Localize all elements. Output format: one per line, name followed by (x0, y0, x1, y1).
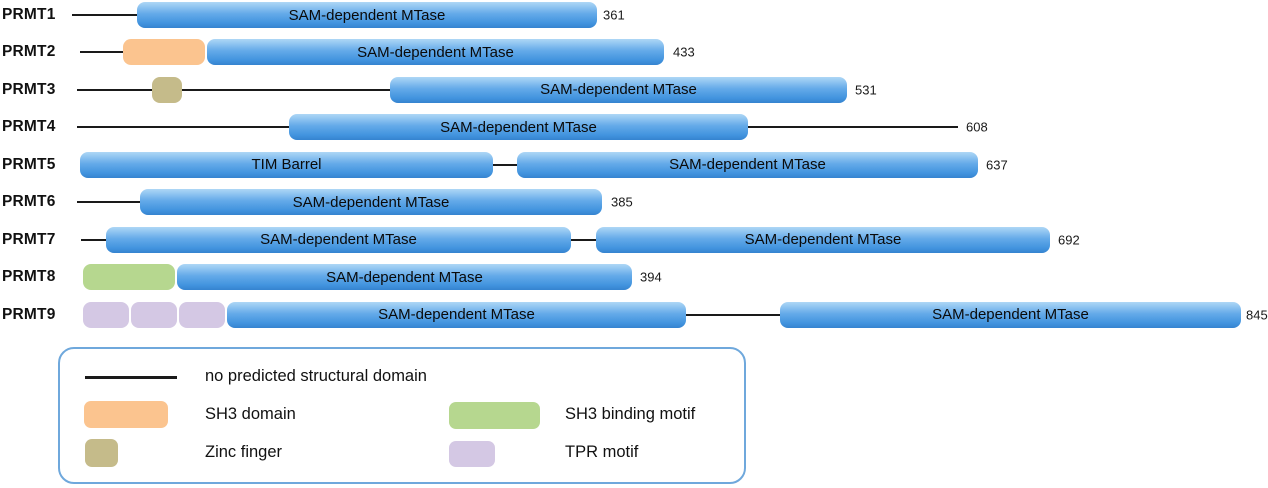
backbone-line (72, 14, 137, 16)
protein-name-label: PRMT6 (2, 193, 56, 211)
backbone-line (493, 163, 517, 166)
domain-tim: TIM Barrel (80, 151, 493, 178)
protein-length-value: 385 (611, 194, 633, 210)
domain-mtase: SAM-dependent MTase (137, 2, 597, 28)
domain-sh3 (123, 39, 205, 66)
legend-sh3-domain-swatch (84, 401, 168, 428)
backbone-line (748, 126, 958, 129)
domain-sh3b (83, 264, 175, 291)
domain-mtase: SAM-dependent MTase (207, 39, 664, 66)
protein-length-value: 531 (855, 82, 877, 98)
protein-row-prmt8: PRMT8 SAM-dependent MTase 394 (0, 262, 1268, 292)
domain-zinc (152, 76, 182, 103)
protein-name-label: PRMT9 (2, 305, 56, 323)
domain-tpr (131, 301, 177, 328)
protein-length-value: 433 (673, 44, 695, 60)
legend-box: no predicted structural domain SH3 domai… (58, 347, 746, 484)
protein-length-value: 608 (966, 119, 988, 135)
domain-tpr (83, 301, 129, 328)
protein-length-value: 637 (986, 157, 1008, 173)
protein-length-value: 394 (640, 269, 662, 285)
legend-label-tpr-motif: TPR motif (565, 443, 639, 461)
domain-mtase: SAM-dependent MTase (780, 301, 1241, 328)
protein-row-prmt4: PRMT4 SAM-dependent MTase 608 (0, 112, 1268, 142)
domain-mtase: SAM-dependent MTase (289, 114, 748, 141)
protein-name-label: PRMT5 (2, 155, 56, 173)
domain-mtase: SAM-dependent MTase (227, 301, 686, 328)
protein-name-label: PRMT8 (2, 268, 56, 286)
legend-label-zinc-finger: Zinc finger (205, 443, 283, 461)
protein-name-label: PRMT2 (2, 43, 56, 61)
protein-length-value: 845 (1246, 307, 1268, 323)
backbone-line (571, 238, 596, 241)
legend-label-sh3-binding-motif: SH3 binding motif (565, 405, 696, 423)
backbone-line (77, 201, 140, 204)
protein-name-label: PRMT7 (2, 230, 56, 248)
domain-mtase: SAM-dependent MTase (517, 151, 978, 178)
protein-row-prmt9: PRMT9 SAM-dependent MTase SAM-dependent MT… (0, 300, 1268, 330)
protein-length-value: 692 (1058, 232, 1080, 248)
domain-mtase: SAM-dependent MTase (106, 226, 571, 253)
backbone-line (80, 51, 123, 54)
legend-zinc-finger-swatch (85, 439, 118, 467)
backbone-line (77, 126, 289, 129)
protein-row-prmt1: PRMT1 SAM-dependent MTase 361 (0, 0, 1268, 30)
protein-row-prmt2: PRMT2 SAM-dependent MTase 433 (0, 37, 1268, 67)
protein-row-prmt6: PRMT6 SAM-dependent MTase 385 (0, 187, 1268, 217)
protein-row-prmt7: PRMT7 SAM-dependent MTase SAM-dependent MT… (0, 225, 1268, 255)
legend-backbone-line-swatch (85, 376, 177, 379)
domain-mtase: SAM-dependent MTase (596, 226, 1050, 253)
protein-row-prmt3: PRMT3 SAM-dependent MTase 531 (0, 75, 1268, 105)
domain-mtase: SAM-dependent MTase (177, 264, 632, 291)
backbone-line (686, 313, 780, 316)
domain-mtase: SAM-dependent MTase (390, 76, 847, 103)
backbone-line (77, 88, 390, 91)
legend-label-no-domain: no predicted structural domain (205, 367, 427, 385)
legend-label-sh3-domain: SH3 domain (205, 405, 296, 423)
protein-length-value: 361 (603, 7, 625, 23)
protein-name-label: PRMT4 (2, 118, 56, 136)
legend-tpr-motif-swatch (449, 441, 495, 467)
legend-sh3-binding-motif-swatch (449, 402, 540, 429)
backbone-line (81, 238, 106, 241)
protein-name-label: PRMT3 (2, 80, 56, 98)
protein-name-label: PRMT1 (2, 6, 56, 23)
domain-mtase: SAM-dependent MTase (140, 189, 602, 216)
domain-tpr (179, 301, 225, 328)
protein-row-prmt5: PRMT5 TIM Barrel SAM-dependent MTase 637 (0, 150, 1268, 180)
